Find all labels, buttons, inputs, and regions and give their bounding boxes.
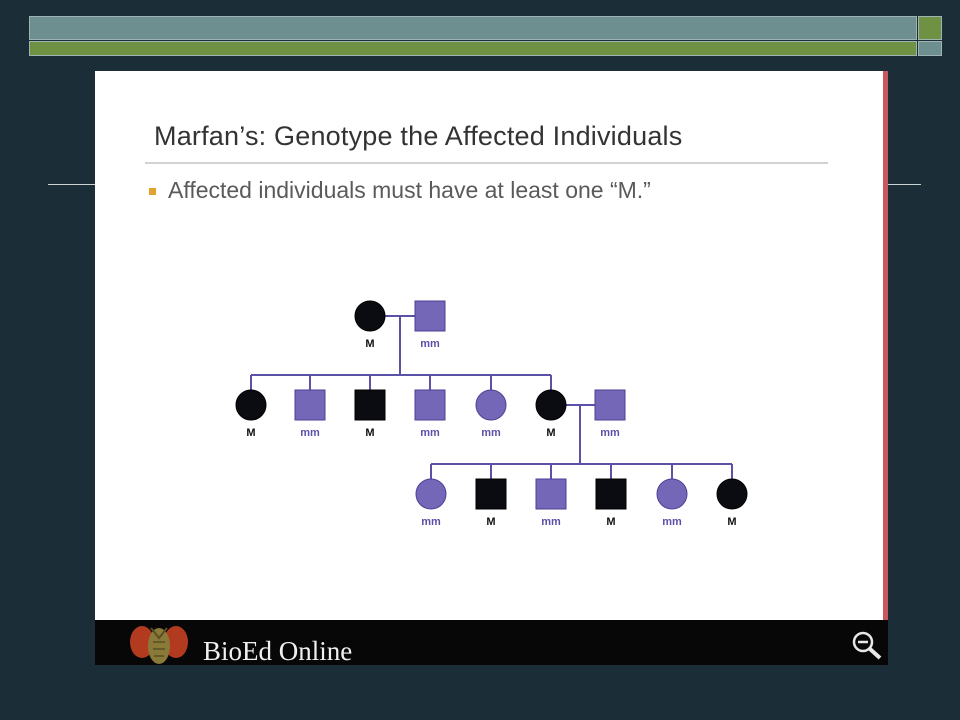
genotype-label: M xyxy=(365,427,374,439)
pedigree-lines xyxy=(250,315,733,479)
header-sub-corner-square xyxy=(918,41,942,56)
fly-logo-icon xyxy=(130,626,188,664)
slide-right-edge xyxy=(883,71,888,620)
genotype-label: mm xyxy=(300,427,320,439)
genotype-label: mm xyxy=(541,516,561,528)
pedigree-affected-female xyxy=(235,389,267,421)
footer-bar: BioEd Online xyxy=(95,620,888,665)
genotype-label: mm xyxy=(420,338,440,350)
pedigree-affected-female xyxy=(354,300,386,332)
pedigree-affected-female xyxy=(535,389,567,421)
footer-brand: BioEd Online xyxy=(203,636,353,665)
pedigree-unaffected-male xyxy=(594,389,626,421)
pedigree-unaffected-female xyxy=(656,478,688,510)
title-divider xyxy=(145,162,828,164)
pedigree-affected-female xyxy=(716,478,748,510)
genotype-label: mm xyxy=(600,427,620,439)
slide-title: Marfan’s: Genotype the Affected Individu… xyxy=(154,121,683,151)
header-sub-bar xyxy=(29,41,917,56)
genotype-label: M xyxy=(727,516,736,528)
divider-right xyxy=(886,184,921,185)
bullet-item: Affected individuals must have at least … xyxy=(149,177,651,204)
pedigree-affected-male xyxy=(475,478,507,510)
zoom-out-icon[interactable] xyxy=(851,630,883,660)
genotype-label: mm xyxy=(421,516,441,528)
genotype-label: M xyxy=(486,516,495,528)
bullet-text: Affected individuals must have at least … xyxy=(168,177,651,203)
genotype-label: M xyxy=(246,427,255,439)
pedigree-unaffected-male xyxy=(414,300,446,332)
genotype-label: M xyxy=(365,338,374,350)
pedigree-unaffected-male xyxy=(535,478,567,510)
pedigree-affected-male xyxy=(354,389,386,421)
genotype-label: M xyxy=(546,427,555,439)
header-bar xyxy=(29,16,917,40)
pedigree-affected-male xyxy=(595,478,627,510)
pedigree-unaffected-male xyxy=(414,389,446,421)
divider-left xyxy=(48,184,96,185)
genotype-label: mm xyxy=(420,427,440,439)
slide-image: Marfan’s: Genotype the Affected Individu… xyxy=(95,71,888,665)
genotype-label: M xyxy=(606,516,615,528)
pedigree-unaffected-female xyxy=(475,389,507,421)
pedigree-unaffected-male xyxy=(294,389,326,421)
header-corner-square xyxy=(918,16,942,40)
pedigree-unaffected-female xyxy=(415,478,447,510)
bullet-icon xyxy=(149,188,156,195)
genotype-label: mm xyxy=(481,427,501,439)
genotype-label: mm xyxy=(662,516,682,528)
